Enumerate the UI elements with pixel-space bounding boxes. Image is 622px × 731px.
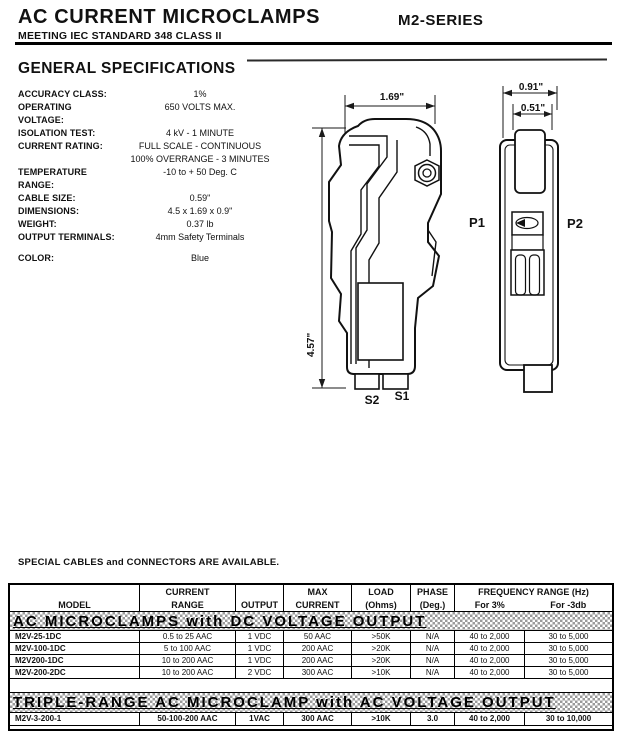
spec-label: DIMENSIONS:	[18, 206, 80, 216]
col-header-load: LOAD(Ohms)	[351, 585, 410, 611]
terminal-feet	[354, 373, 409, 390]
specs-list: ACCURACY CLASS: 1% OPERATING VOLTAGE: 650 …	[18, 88, 308, 265]
front-view-outline	[499, 129, 559, 393]
col-header-frequency-range: FREQUENCY RANGE (Hz) For 3%For -3db	[454, 585, 612, 611]
spec-label: OPERATING VOLTAGE:	[18, 102, 72, 125]
spec-value: 650 VOLTS MAX.	[164, 102, 236, 112]
table-empty-area	[10, 726, 612, 729]
spec-label: CURRENT RATING:	[18, 141, 103, 151]
spec-value: 100% OVERRANGE - 3 MINUTES	[130, 154, 270, 164]
scan-artifact-line	[246, 58, 608, 61]
cables-note: SPECIAL CABLES and CONNECTORS ARE AVAILA…	[18, 557, 280, 568]
spec-row: DIMENSIONS: 4.5 x 1.69 x 0.9"	[18, 205, 308, 218]
col-header-output: OUTPUT	[235, 585, 283, 611]
page-title: AC CURRENT MICROCLAMPS	[18, 6, 321, 28]
spec-label	[18, 153, 120, 166]
dim-arrowheads	[513, 111, 552, 117]
spec-value: -10 to + 50 Deg. C	[163, 167, 237, 177]
col-header-model: MODEL	[58, 599, 91, 610]
spec-value: 4mm Safety Terminals	[155, 232, 245, 242]
spec-row: CABLE SIZE: 0.59"	[18, 192, 308, 205]
side-view-jaw-lines	[349, 126, 437, 368]
spec-row: OUTPUT TERMINALS: 4mm Safety Terminals	[18, 231, 308, 244]
spec-value: 0.37 lb	[186, 219, 214, 229]
height-dim-lines	[312, 127, 346, 389]
col-header-phase: PHASE(Deg.)	[410, 585, 454, 611]
dim-extension-lines	[512, 104, 553, 130]
spec-label: ACCURACY CLASS:	[18, 89, 107, 99]
front-outer-dim-label: 0.91"	[519, 82, 543, 93]
spec-label: TEMPERATURE RANGE:	[18, 167, 87, 190]
terminal-p2-label: P2	[567, 216, 583, 231]
terminal-p1-label: P1	[469, 215, 485, 230]
spec-value: Blue	[190, 253, 209, 263]
spec-row: ACCURACY CLASS: 1%	[18, 88, 308, 101]
side-view-outline	[328, 118, 442, 375]
dim-arrowheads	[345, 102, 435, 110]
label-plate	[357, 282, 404, 361]
terminal-s1-label: S1	[395, 389, 410, 403]
spec-label: ISOLATION TEST:	[18, 128, 96, 138]
spec-value: 0.59"	[189, 193, 211, 203]
spec-label: COLOR:	[18, 253, 55, 263]
side-height-dim-label: 4.57"	[306, 333, 317, 357]
spec-row: COLOR: Blue	[18, 252, 308, 265]
dim-extension-lines	[502, 86, 558, 138]
series-label: M2-SERIES	[398, 12, 484, 29]
terminal-s2-label: S2	[365, 393, 380, 407]
screw-detail	[414, 159, 440, 187]
spec-label: WEIGHT:	[18, 219, 57, 229]
table-spacer-row	[10, 679, 612, 692]
spec-label: OUTPUT TERMINALS:	[18, 232, 115, 242]
header-rule	[15, 42, 612, 45]
spec-label: CABLE SIZE:	[18, 193, 76, 203]
spec-value: 4.5 x 1.69 x 0.9"	[167, 206, 233, 216]
specs-heading: GENERAL SPECIFICATIONS	[18, 60, 236, 77]
section-header-dc-output: AC MICROCLAMPS with DC VOLTAGE OUTPUT	[10, 612, 612, 631]
spec-value: FULL SCALE - CONTINUOUS	[138, 141, 262, 151]
clamp-drawing-svg: 1.69" 4.57" S2 S1 0.91" 0.51" P1 P2	[306, 82, 583, 407]
standard-subtitle: MEETING IEC STANDARD 348 CLASS II	[18, 30, 222, 42]
spec-row: OPERATING VOLTAGE: 650 VOLTS MAX.	[18, 101, 308, 127]
spec-row: TEMPERATURE RANGE: -10 to + 50 Deg. C	[18, 166, 308, 192]
front-inner-dim-label: 0.51"	[521, 103, 545, 114]
side-width-dim-label: 1.69"	[380, 92, 404, 103]
spec-row: ISOLATION TEST: 4 kV - 1 MINUTE	[18, 127, 308, 140]
spec-value: 1%	[193, 89, 207, 99]
spec-row: CURRENT RATING: FULL SCALE - CONTINUOUS	[18, 140, 308, 153]
spec-gap	[18, 244, 308, 252]
technical-drawing: 1.69" 4.57" S2 S1 0.91" 0.51" P1 P2	[300, 80, 622, 425]
section-header-ac-output: TRIPLE-RANGE AC MICROCLAMP with AC VOLTA…	[10, 692, 612, 713]
spec-row: WEIGHT: 0.37 lb	[18, 218, 308, 231]
spec-row: 100% OVERRANGE - 3 MINUTES	[18, 153, 308, 166]
spec-value: 4 kV - 1 MINUTE	[165, 128, 234, 138]
